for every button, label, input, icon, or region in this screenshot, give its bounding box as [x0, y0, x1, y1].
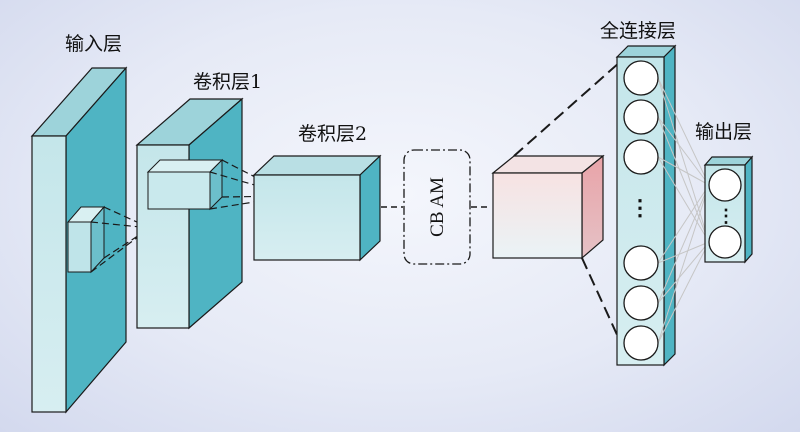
connection-line — [657, 156, 710, 186]
output-neurons — [708, 168, 742, 259]
conv-layer-2-block — [252, 154, 382, 262]
connection-line — [657, 116, 710, 186]
connection-line — [657, 184, 710, 344]
fc-neuron — [623, 139, 659, 175]
output-neuron — [708, 168, 742, 202]
connection-line — [657, 156, 710, 243]
connection-line — [657, 184, 710, 264]
connection-line — [657, 116, 710, 243]
connection-line — [657, 184, 710, 304]
input-layer-label: 输入层 — [65, 33, 122, 55]
connection-line — [657, 77, 710, 186]
output-layer-label: 输出层 — [695, 121, 752, 143]
fc-to-output-connections — [657, 77, 710, 344]
fc-neurons — [623, 60, 659, 361]
connection-line — [657, 241, 710, 264]
connection-line — [657, 241, 710, 344]
fc-neuron — [623, 99, 659, 135]
fc-neuron — [623, 325, 659, 361]
conv-layer-1-label: 卷积层1 — [193, 71, 262, 93]
conv-layer-2-label: 卷积层2 — [298, 123, 367, 145]
fc-neuron — [623, 245, 659, 281]
cbam-label: CB AM — [427, 177, 448, 237]
output-neuron — [708, 225, 742, 259]
conv-layer-1-block — [135, 97, 244, 330]
fc-neuron — [623, 60, 659, 96]
fc-ellipsis: ⋮ — [629, 195, 651, 221]
output-ellipsis: ⋮ — [717, 206, 735, 227]
input-receptive-field — [66, 205, 151, 274]
connection-line — [657, 77, 710, 243]
fc-neuron — [623, 285, 659, 321]
refined-feature-map-block — [491, 154, 605, 260]
connection-line — [657, 241, 710, 304]
cbam-module: CB AM — [403, 149, 471, 265]
feature-to-fc-top-line — [513, 61, 621, 157]
fc-layer-label: 全连接层 — [600, 20, 676, 42]
